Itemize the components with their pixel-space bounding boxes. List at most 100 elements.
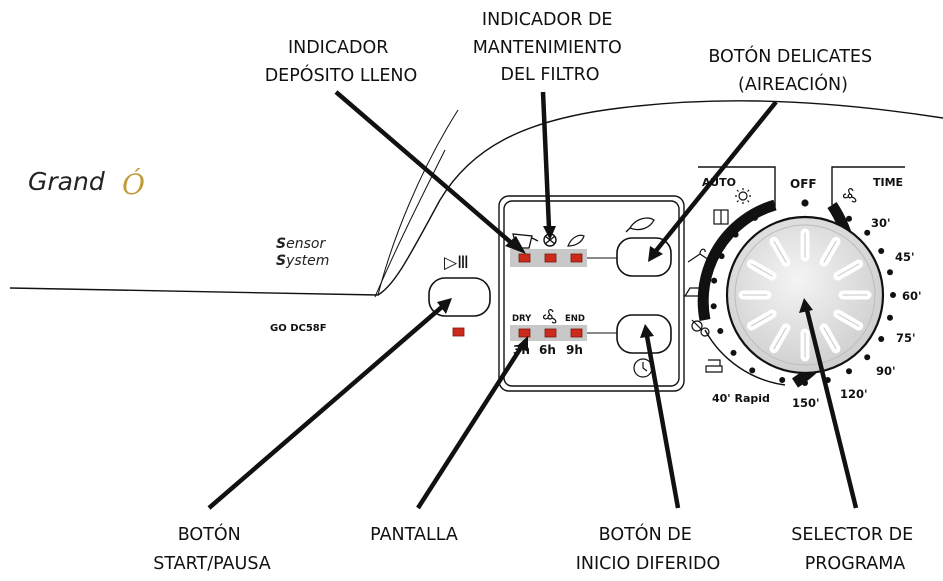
- dial-position-dot: [751, 214, 758, 221]
- arrow-display: [416, 344, 524, 510]
- arrowhead-tank-indicator: [505, 236, 526, 254]
- sensor-system-line2: System: [276, 253, 329, 269]
- time-mark-60: 60': [902, 289, 922, 303]
- rapid-arc: [704, 329, 786, 386]
- dial-position-dot: [878, 248, 885, 254]
- arrow-tank-indicator: [334, 90, 517, 248]
- arrowhead-start-pause: [437, 298, 452, 314]
- dial-position-dot: [846, 368, 852, 375]
- callout-delicates-button: BOTÓN DELICATES (AIREACIÓN): [708, 45, 877, 95]
- callout-start-pause: BOTÓN START/PAUSA: [153, 523, 271, 574]
- arrowhead-filter-indicator: [543, 226, 556, 240]
- timer-value-9h: 9h: [566, 343, 583, 357]
- dial-grip-outline: [823, 240, 837, 263]
- display-panel-outer: [498, 195, 685, 392]
- dial-position-dot: [887, 314, 894, 321]
- dial-position-dot: [864, 354, 871, 361]
- time-label: TIME: [873, 176, 903, 189]
- arrowhead-program-selector: [799, 298, 813, 313]
- sensor-system-line1: Sensor: [276, 236, 326, 252]
- dial-position-dot: [717, 327, 724, 334]
- dial-grips: [738, 228, 872, 362]
- dial-position-dot: [878, 336, 885, 342]
- brand-name: Grand: [28, 167, 105, 196]
- timer-value-6h: 6h: [539, 343, 556, 357]
- time-mark-30: 30': [871, 216, 891, 230]
- callout-tank-indicator: INDICADOR DEPÓSITO LLENO: [265, 38, 418, 86]
- timer-led-3h: [518, 328, 531, 338]
- cupboard-icon: [713, 209, 729, 225]
- arrow-start-pause: [207, 304, 445, 510]
- callout-filter-indicator: INDICADOR DE MANTENIMIENTO DEL FILTRO: [473, 10, 628, 85]
- off-position-dot: [801, 199, 809, 207]
- arrowhead-display: [517, 336, 528, 352]
- panel-left-curve: [374, 149, 446, 298]
- filter-maintenance-led: [544, 253, 557, 263]
- clock-icon: [633, 358, 653, 378]
- feather-icon-large: [625, 217, 655, 233]
- program-selector-dial[interactable]: [725, 215, 885, 375]
- dial-position-dot: [732, 231, 739, 238]
- arrowhead-delicates-button: [648, 246, 663, 262]
- dial-dots: [710, 214, 896, 386]
- time-mark-90: 90': [876, 364, 896, 378]
- pointer-arrows: [207, 90, 859, 510]
- timer-led-9h: [570, 328, 583, 338]
- start-pause-symbol: ▷Ⅲ: [444, 253, 469, 273]
- timer-label-dry: DRY: [512, 314, 532, 324]
- arrow-filter-indicator: [540, 91, 552, 229]
- dial-position-dot: [802, 380, 808, 386]
- dial-position-dot: [864, 229, 871, 236]
- time-mark-45: 45': [895, 250, 915, 264]
- timer-led-6h: [544, 328, 557, 338]
- time-mark-120: 120': [840, 387, 868, 401]
- dial-position-dot: [710, 303, 717, 310]
- dial-grip-outline: [837, 313, 860, 327]
- display-panel-inner: [503, 200, 680, 387]
- dial-grip-outline: [823, 327, 837, 350]
- arrowhead-delay-start: [640, 324, 654, 338]
- rapid-label: 40' Rapid: [712, 392, 770, 405]
- fan-icon: [542, 309, 557, 324]
- arrow-delay-start: [644, 335, 681, 509]
- callout-delay-start: BOTÓN DE INICIO DIFERIDO: [576, 523, 720, 574]
- dial-grip-outline: [773, 240, 787, 263]
- delicates-led: [570, 253, 583, 263]
- off-label: OFF: [790, 177, 817, 191]
- brand-mark: Ó: [122, 167, 145, 201]
- auto-arc: [697, 199, 777, 322]
- time-mark-150: 150': [792, 396, 820, 410]
- arrow-program-selector: [804, 309, 859, 509]
- time-header-frame: [831, 166, 905, 205]
- bedding-icon: [705, 359, 723, 373]
- feather-icon-small: [567, 234, 585, 247]
- panel-edge-curve: [9, 100, 943, 296]
- hanger-icon: [687, 248, 713, 263]
- program-dial: [697, 199, 896, 388]
- dial-position-dot: [846, 215, 852, 222]
- sun-icon: [735, 188, 751, 204]
- dial-grip-outline: [837, 263, 860, 277]
- start-pause-led: [452, 327, 465, 337]
- dial-grip-outline: [750, 313, 773, 327]
- callout-display: PANTALLA: [370, 525, 458, 545]
- callout-program-selector: SELECTOR DE PROGRAMA: [791, 525, 919, 574]
- timer-label-end: END: [565, 314, 585, 324]
- dial-position-dot: [779, 377, 786, 384]
- dial-position-dot: [711, 277, 718, 284]
- dial-position-dot: [749, 367, 756, 374]
- dial-grip-outline: [773, 327, 787, 350]
- dial-inner-ring: [734, 224, 876, 366]
- iron-icon: [683, 285, 710, 297]
- arrow-delicates-button: [653, 100, 778, 254]
- panel-inner-curve: [377, 109, 459, 296]
- dial-position-dot: [730, 349, 737, 356]
- dial-grip-outline: [750, 263, 773, 277]
- dial-position-dot: [718, 253, 725, 260]
- model-number: GO DC58F: [270, 323, 327, 334]
- dial-position-dot: [890, 292, 896, 298]
- time-mark-75: 75': [896, 331, 916, 345]
- tank-full-led: [518, 253, 531, 263]
